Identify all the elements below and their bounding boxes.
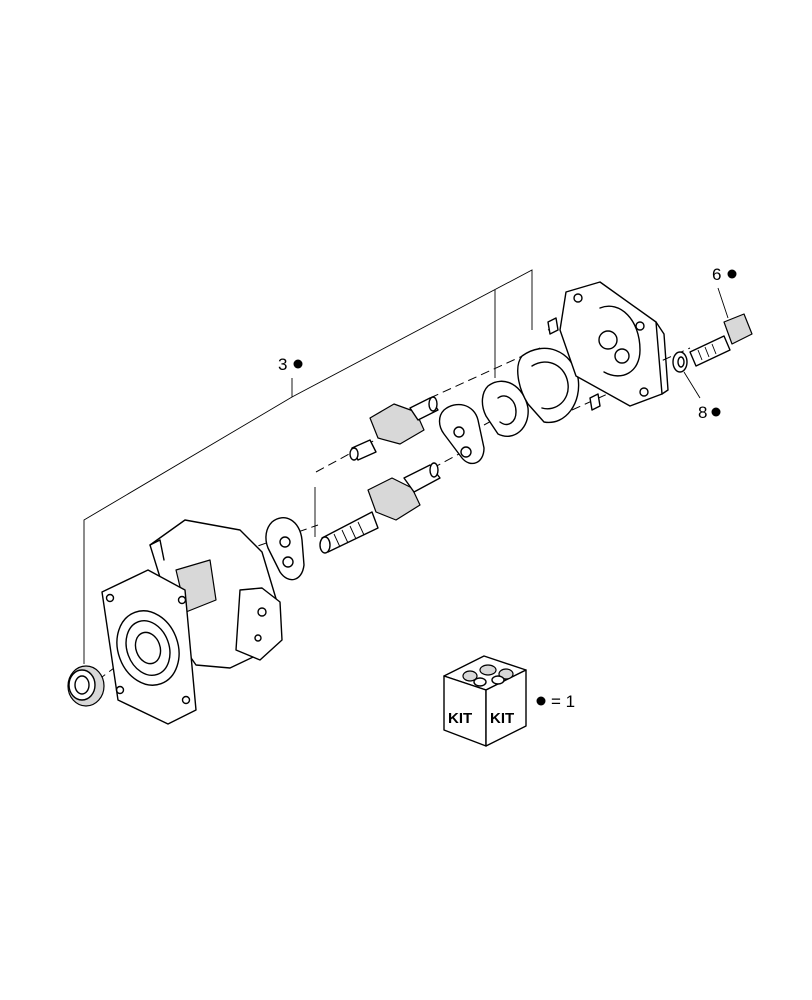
kit-label-right: KIT	[490, 710, 514, 727]
callout-6-label: 6	[712, 265, 737, 284]
callout-6-number: 6	[712, 265, 721, 284]
kit-legend-dot	[536, 696, 546, 706]
kit-marker-dot	[727, 269, 737, 279]
kit-marker-dot	[711, 407, 721, 417]
shaft-seal[interactable]	[67, 665, 105, 707]
leader-line-8	[683, 371, 701, 399]
callout-3-number: 3	[278, 355, 287, 374]
kit-box-contents-icon	[462, 664, 514, 687]
backup-seal-ring[interactable]	[481, 380, 529, 437]
cover-bolt[interactable]	[689, 313, 753, 367]
kit-marker-dot	[293, 359, 303, 369]
drive-gear-shaft[interactable]	[319, 462, 441, 554]
front-wear-plate[interactable]	[265, 517, 305, 581]
kit-legend: KIT KIT = 1	[443, 655, 575, 747]
washer[interactable]	[672, 351, 688, 373]
callout-8-number: 8	[698, 403, 707, 422]
driven-gear-shaft[interactable]	[349, 396, 439, 461]
kit-label-left: KIT	[448, 710, 472, 727]
cover-gasket[interactable]	[517, 347, 580, 424]
callout-3-label: 3	[278, 355, 303, 374]
leader-line-6	[717, 287, 729, 319]
rear-wear-plate[interactable]	[438, 403, 485, 465]
rear-cover[interactable]	[547, 281, 669, 411]
callout-8-label: 8	[698, 403, 721, 422]
pump-body-housing[interactable]	[101, 519, 283, 725]
callout-3-bracket	[83, 269, 533, 664]
kit-legend-equation: = 1	[551, 692, 575, 711]
